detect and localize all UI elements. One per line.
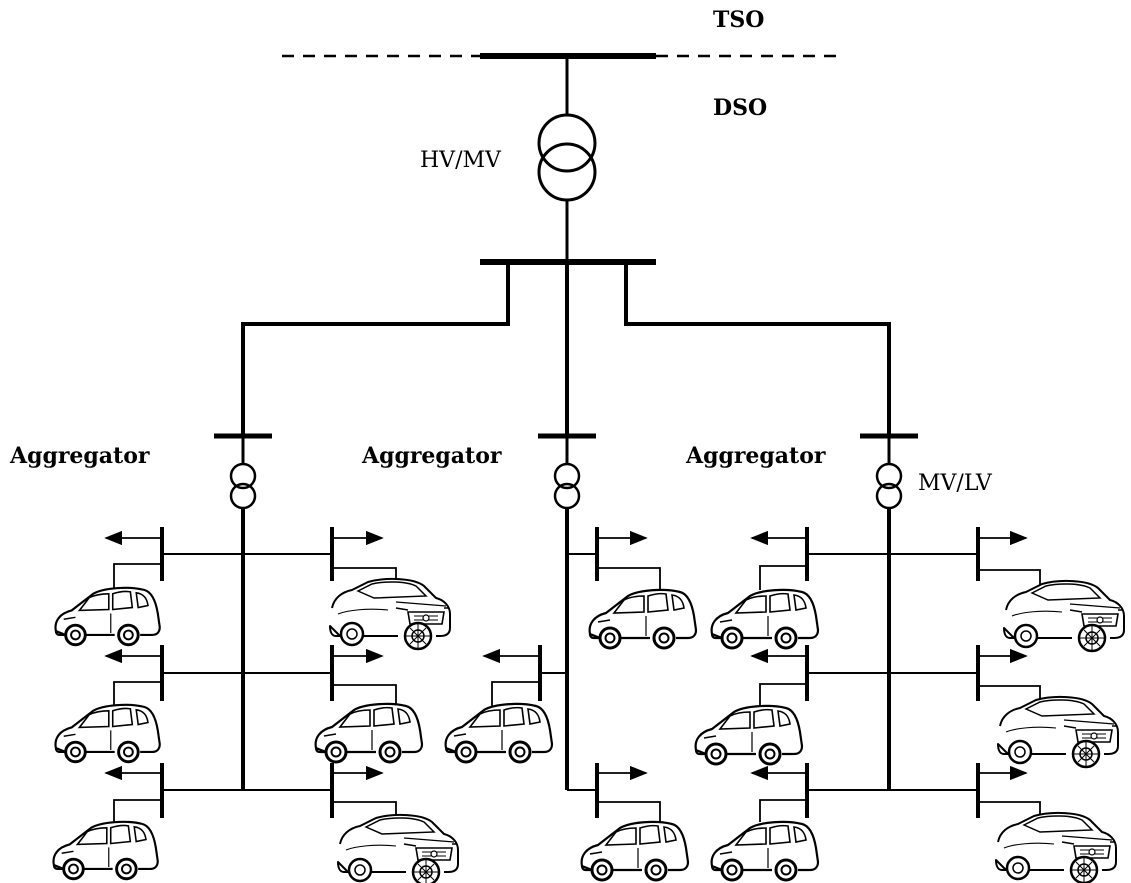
mv-lv-transformer-middle-icon [553,436,581,510]
aggregator-label-left: Aggregator [9,443,150,469]
ev-hatchback-icon [444,702,554,764]
ev-hatchback-icon [54,586,162,647]
aggregator-label-right: Aggregator [685,443,826,469]
aggregator-label-middle: Aggregator [361,443,502,469]
mv-feeder-left [241,262,510,436]
hv-mv-transformer-icon [537,113,597,202]
ev-hatchback-icon [694,704,804,766]
lv-network-middle [482,527,661,823]
mv-lv-transformer-left-icon [229,436,257,510]
tso-label: TSO [713,7,764,33]
ev-hatchback-icon [580,820,690,882]
dso-label: DSO [713,95,767,121]
ev-hatchback-icon [710,820,820,882]
ev-sedan-icon [996,695,1120,769]
mv-lv-transformer-right-icon [875,436,903,510]
ev-hatchback-icon [710,588,820,650]
mv-feeder-right [624,262,891,436]
ev-hatchback-icon [588,588,698,650]
hv-mv-label: HV/MV [420,148,502,173]
ev-sedan-icon [336,813,460,883]
ev-hatchback-icon [54,703,162,764]
ev-sedan-icon [994,811,1118,883]
ev-sedan-icon [328,577,452,651]
mv-lv-label: MV/LV [918,471,993,496]
ev-hatchback-icon [314,702,424,764]
lv-network-left [104,527,397,823]
ev-sedan-icon [1002,579,1126,653]
lv-network-right [750,527,1041,822]
ev-hatchback-icon [52,820,160,881]
